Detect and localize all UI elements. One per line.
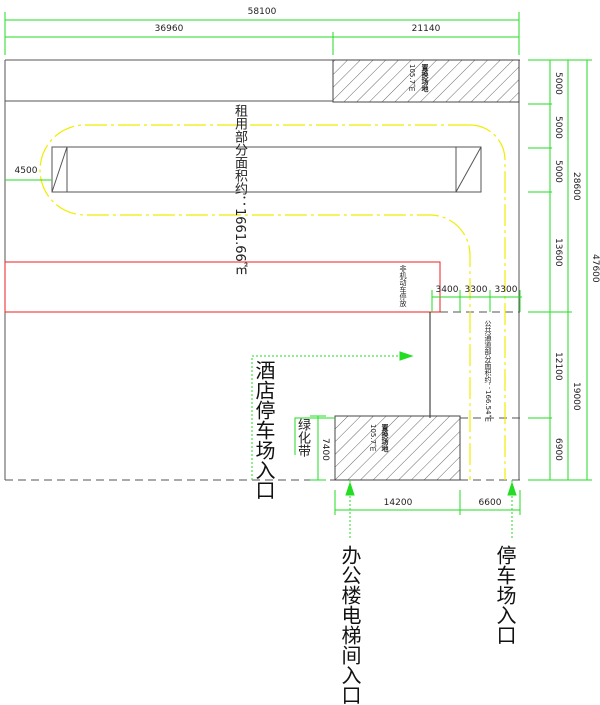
swap-site-bottom-area: 105.7㎡ xyxy=(369,424,377,452)
dim-seg-4: 13600 xyxy=(553,238,563,267)
hotel-parking-entrance-label: 酒店停车场入口 xyxy=(252,360,276,500)
swap-site-top xyxy=(332,59,520,103)
swap-site-top-label: 置换场地 xyxy=(421,64,429,92)
swap-site-bottom-label: 置换场地 xyxy=(381,424,389,452)
dim-greenbelt: 7400 xyxy=(320,438,330,461)
dim-seg-2: 5000 xyxy=(553,116,563,139)
dim-seg-3: 5000 xyxy=(553,160,563,183)
dim-mid-lower: 19000 xyxy=(571,382,581,411)
dim-total-width: 58100 xyxy=(247,7,277,17)
public-passage-label: 公共通道部分面积约：166.54㎡ xyxy=(484,320,492,422)
dim-lane-3: 3300 xyxy=(494,285,518,295)
dim-bottom-left: 14200 xyxy=(383,498,413,508)
swap-site-bottom xyxy=(334,415,461,481)
lane-centerlines xyxy=(39,124,506,480)
dim-total-depth: 47600 xyxy=(590,254,600,283)
dim-mid-upper: 28600 xyxy=(571,172,581,201)
dim-left-offset: 4500 xyxy=(14,166,38,176)
dim-right-width: 21140 xyxy=(411,24,441,34)
dim-seg-5: 12100 xyxy=(553,352,563,381)
parking-entrance-label: 停车场入口 xyxy=(493,545,517,645)
office-elevator-entrance-label: 办公楼电梯间入口 xyxy=(338,545,362,705)
dim-seg-6: 6900 xyxy=(553,438,563,461)
swap-site-top-area: 105.7㎡ xyxy=(408,64,416,92)
dim-seg-1: 5000 xyxy=(553,72,563,95)
bicycle-parking-label: 非机动车停放 xyxy=(399,265,407,307)
entrance-arrows xyxy=(251,351,517,540)
bicycle-parking-zone xyxy=(4,261,441,313)
dimension-lines xyxy=(4,12,592,515)
dim-lane-2: 3300 xyxy=(464,285,488,295)
center-island xyxy=(51,146,482,193)
greenbelt-label: 绿化带 xyxy=(295,418,310,457)
rented-area-label: 租用部分面积约：1661.66㎡ xyxy=(232,104,247,275)
dim-lane-1: 3400 xyxy=(435,285,459,295)
dim-bottom-right: 6600 xyxy=(478,498,502,508)
dim-left-width: 36960 xyxy=(154,24,184,34)
